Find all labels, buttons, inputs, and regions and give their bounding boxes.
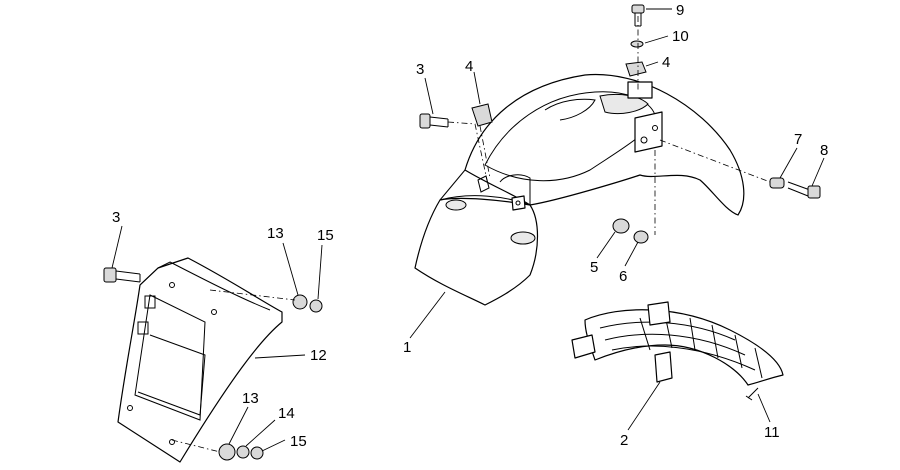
nut-15-top: [309, 299, 323, 313]
callout-13-top: 13: [267, 225, 284, 242]
callout-15-top: 15: [317, 227, 334, 244]
screw-11: [745, 387, 759, 401]
grommet-13-bottom: [218, 443, 236, 461]
callout-8: 8: [820, 142, 828, 159]
license-plate-holder: [117, 257, 283, 463]
callout-3-fender: 3: [416, 61, 424, 78]
nut-15-bottom: [250, 446, 264, 460]
callout-6: 6: [619, 268, 627, 285]
callout-1: 1: [403, 339, 411, 356]
clip-nut-4-top: [625, 61, 647, 77]
callout-7: 7: [794, 131, 802, 148]
rear-fender: [414, 73, 745, 306]
callout-14: 14: [278, 405, 295, 422]
bolt-3-left: [103, 267, 141, 283]
callout-4-top: 4: [662, 54, 670, 71]
clip-nut-4-fender: [471, 103, 493, 127]
washer-10: [630, 40, 644, 48]
callout-labels: 1 2 3 3 4 4 5 6 7 8 9 10 11 12 13 13 14 …: [112, 2, 828, 450]
washer-14: [236, 445, 250, 459]
callout-10: 10: [672, 28, 689, 45]
bolt-9: [631, 4, 645, 27]
callout-2: 2: [620, 432, 628, 449]
callout-3-left: 3: [112, 209, 120, 226]
callout-12: 12: [310, 347, 327, 364]
grommet-13-top: [292, 294, 308, 310]
leader-lines: [111, 8, 825, 452]
assembly-lines: [171, 16, 771, 453]
bolt-8: [787, 181, 821, 199]
grommet-5: [612, 218, 630, 234]
callout-9: 9: [676, 2, 684, 19]
callout-11: 11: [764, 424, 780, 441]
callout-5: 5: [590, 259, 598, 276]
spacer-7: [769, 177, 785, 189]
inner-mudguard: [571, 301, 784, 386]
bolt-3-fender: [419, 113, 449, 129]
callout-4-fender: 4: [465, 58, 473, 75]
washer-6: [633, 230, 649, 244]
callout-13-bottom: 13: [242, 390, 259, 407]
callout-15-bottom: 15: [290, 433, 307, 450]
